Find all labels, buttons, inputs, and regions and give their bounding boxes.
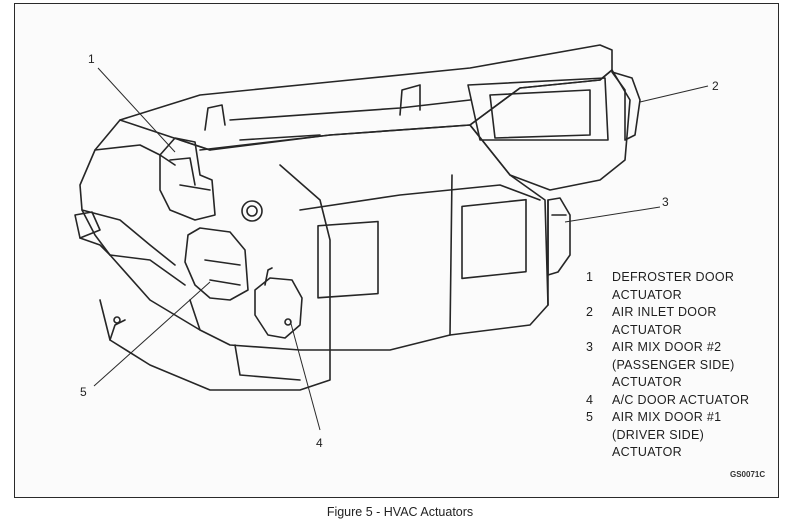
legend-text: ACTUATOR [612, 445, 682, 459]
actuator-5 [184, 227, 249, 301]
callout-5: 5 [80, 385, 87, 399]
legend-item: 4 A/C DOOR ACTUATOR [586, 392, 749, 410]
inlet-housing [469, 69, 631, 191]
callout-4: 4 [316, 436, 323, 450]
legend: 1 DEFROSTER DOOR ACTUATOR 2 AIR INLET DO… [586, 269, 749, 462]
actuator-2 [611, 71, 641, 141]
legend-text: (PASSENGER SIDE) [612, 357, 735, 372]
callout-3: 3 [662, 195, 669, 209]
leader-2 [639, 85, 709, 103]
legend-text: DEFROSTER DOOR [612, 270, 735, 284]
port-left [317, 220, 379, 299]
legend-number: 5 [586, 410, 594, 424]
actuator-4 [254, 277, 303, 339]
actuator-1 [159, 137, 216, 221]
legend-item: 5 AIR MIX DOOR #1 (DRIVER SIDE) ACTUATOR [586, 409, 749, 462]
legend-number: 3 [586, 340, 594, 354]
defroster-duct [119, 44, 613, 151]
left-housing [79, 119, 201, 331]
legend-text: (DRIVER SIDE) [612, 427, 705, 442]
leader-3 [564, 206, 661, 223]
legend-item: 3 AIR MIX DOOR #2 (PASSENGER SIDE) ACTUA… [586, 339, 749, 392]
legend-text: AIR INLET DOOR [612, 305, 717, 319]
figure-frame [14, 3, 779, 498]
legend-number: 1 [586, 270, 594, 284]
bottom-flange [99, 299, 331, 391]
legend-text: AIR MIX DOOR #1 [612, 410, 722, 424]
port-right [461, 198, 527, 280]
leader-4 [289, 319, 321, 431]
legend-text: ACTUATOR [612, 322, 682, 337]
leader-5 [93, 281, 211, 387]
legend-number: 4 [586, 392, 594, 407]
legend-text: ACTUATOR [612, 375, 682, 389]
legend-item: 2 AIR INLET DOOR ACTUATOR [586, 304, 749, 339]
legend-text: A/C DOOR ACTUATOR [612, 392, 750, 407]
legend-item: 1 DEFROSTER DOOR ACTUATOR [586, 269, 749, 304]
legend-text: AIR MIX DOOR #2 [612, 340, 722, 354]
legend-text: ACTUATOR [612, 287, 682, 302]
figure-caption: Figure 5 - HVAC Actuators [326, 505, 474, 519]
actuator-3 [547, 197, 571, 276]
callout-1: 1 [88, 52, 95, 66]
leader-1 [97, 67, 176, 153]
legend-number: 2 [586, 305, 594, 319]
main-housing [189, 124, 549, 351]
callout-2: 2 [712, 79, 719, 93]
figure-code: GS0071C [730, 470, 766, 479]
